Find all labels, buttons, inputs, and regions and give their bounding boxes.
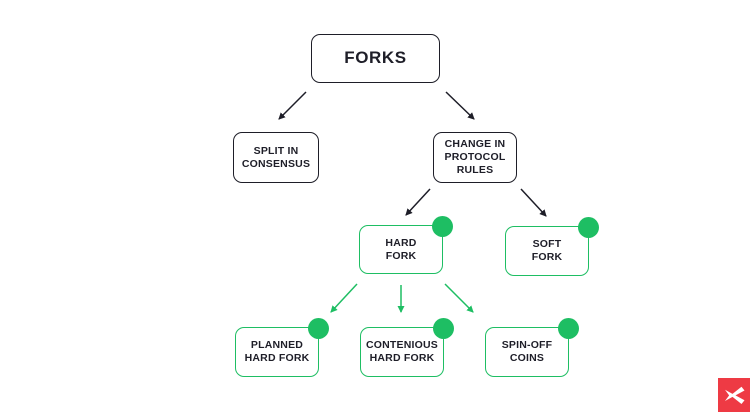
node-contenious-hard-fork-label: CONTENIOUS HARD FORK (365, 339, 438, 364)
node-split-in-consensus-label: SPLIT IN CONSENSUS (241, 144, 311, 170)
green-status-dot (577, 216, 599, 238)
node-planned-hard-fork-label: PLANNED HARD FORK (244, 339, 310, 364)
node-planned-hard-fork: PLANNED HARD FORK (235, 317, 329, 377)
edge-forks-to-change-in-protocol-rules (445, 91, 475, 120)
node-spin-off-coins: SPIN-OFF COINS (485, 317, 579, 377)
edge-forks-to-split-in-consensus (278, 91, 307, 120)
node-hard-fork: HARD FORK (359, 215, 453, 274)
node-change-in-protocol-rules-label: CHANGE IN PROTOCOL RULES (444, 138, 506, 176)
edge-change-in-protocol-rules-to-soft-fork (520, 188, 547, 217)
node-soft-fork-label: SOFT FORK (531, 238, 563, 263)
green-status-dot (307, 317, 329, 339)
node-change-in-protocol-rules: CHANGE IN PROTOCOL RULES (433, 132, 517, 183)
node-soft-fork: SOFT FORK (505, 216, 599, 276)
green-status-dot (557, 317, 579, 339)
node-spin-off-coins-label: SPIN-OFF COINS (501, 339, 553, 364)
brand-logo (718, 378, 750, 412)
logo-x-icon (725, 386, 745, 404)
green-status-dot (432, 317, 454, 339)
edge-change-in-protocol-rules-to-hard-fork (405, 188, 431, 216)
node-contenious-hard-fork: CONTENIOUS HARD FORK (360, 317, 454, 377)
node-split-in-consensus: SPLIT IN CONSENSUS (233, 132, 319, 183)
node-forks: FORKS (311, 34, 440, 83)
node-forks-label: FORKS (344, 48, 407, 68)
edge-hard-fork-to-planned-hard-fork (330, 283, 358, 313)
green-status-dot (431, 215, 453, 237)
node-hard-fork-label: HARD FORK (385, 236, 417, 262)
edge-hard-fork-to-spin-off-coins (444, 283, 474, 313)
